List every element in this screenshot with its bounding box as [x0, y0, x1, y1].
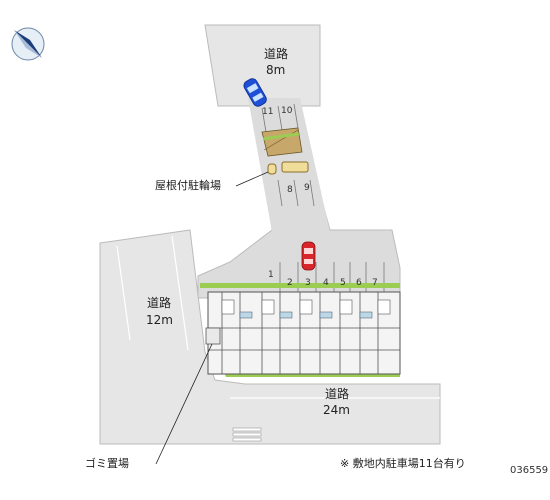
compass-north-arrow-icon	[11, 27, 45, 61]
garbage-area-label: ゴミ置場	[85, 457, 129, 470]
west-road	[99, 229, 441, 445]
garbage-callout-leader	[155, 343, 213, 465]
parking-footnote: ※ 敷地内駐車場11台有り	[340, 457, 466, 470]
west-road-name: 道路	[147, 296, 172, 310]
parking-number: 11	[262, 107, 274, 117]
garbage-area	[205, 327, 221, 345]
parking-number: 9	[304, 183, 310, 193]
west-road-edge-line	[116, 245, 131, 341]
parking-number: 6	[356, 278, 362, 288]
green-strip	[200, 283, 400, 288]
unit-stairs	[221, 299, 391, 315]
parking-number: 5	[340, 278, 346, 288]
parking-number: 4	[323, 278, 329, 288]
unit-balconies	[239, 311, 373, 319]
south-road-width: 24m	[323, 403, 350, 417]
south-road-name: 道路	[325, 387, 350, 401]
apartment-building	[207, 291, 401, 375]
blue-car-icon	[243, 78, 267, 107]
bicycle-parking-green	[263, 132, 300, 141]
parking-number: 3	[305, 278, 311, 288]
parking-number: 2	[287, 278, 293, 288]
lot-parking-slots	[279, 262, 385, 296]
west-road-edge-line	[171, 235, 189, 351]
parking-number: 1	[268, 270, 274, 280]
bicycle-rack	[267, 161, 309, 175]
bicycle-parking-label: 屋根付駐輪場	[155, 179, 221, 192]
red-car-icon	[301, 241, 316, 271]
map-code: 036559	[510, 465, 549, 476]
bicycle-callout-leader	[235, 171, 269, 187]
parking-number: 7	[372, 278, 378, 288]
crosswalk	[232, 427, 262, 442]
north-road-name: 道路	[264, 47, 289, 61]
bicycle-parking-roof	[261, 127, 303, 157]
north-parking-slots	[261, 103, 315, 207]
parking-number: 10	[281, 106, 293, 116]
parking-number: 8	[287, 185, 293, 195]
north-road-width: 8m	[266, 63, 286, 77]
north-road	[204, 24, 321, 107]
west-road-width: 12m	[146, 313, 173, 327]
